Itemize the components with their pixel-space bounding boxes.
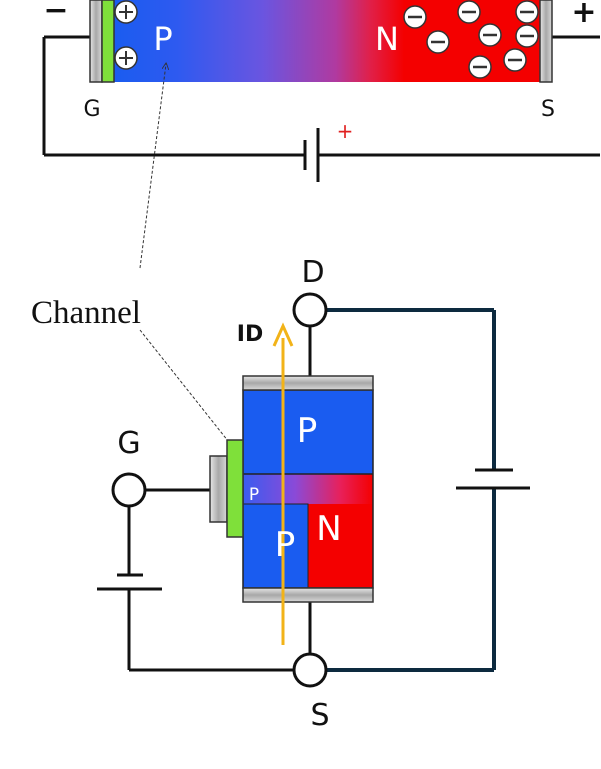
- gate-electrode: [209, 455, 228, 523]
- source-terminal: [292, 652, 328, 688]
- lower-p-label: P: [275, 525, 296, 565]
- gate-label: G: [117, 426, 140, 461]
- channel-p-label: P: [249, 485, 259, 505]
- top-holes: [114, 0, 138, 70]
- upper-p-label: P: [297, 411, 318, 451]
- drain-electrode: [242, 375, 374, 391]
- top-gate-electrode: [89, 0, 103, 83]
- electron-icon: [478, 23, 502, 47]
- gate-terminal: [111, 472, 147, 508]
- top-electrons: [403, 0, 539, 79]
- source-label: S: [310, 698, 329, 733]
- n-label: N: [316, 509, 341, 549]
- top-source-electrode: [539, 0, 553, 83]
- hole-icon: [114, 46, 138, 70]
- hole-icon: [114, 0, 138, 24]
- source-electrode: [242, 587, 374, 603]
- drain-current-label: ID: [237, 322, 263, 347]
- drain-current-arrowhead-icon: [272, 322, 294, 347]
- top-s-label: S: [541, 97, 555, 122]
- top-g-label: G: [83, 97, 100, 122]
- channel-region: [243, 474, 373, 504]
- channel-pointer-top: [139, 64, 166, 269]
- electron-icon: [403, 5, 427, 29]
- channel-label: Channel: [31, 295, 141, 331]
- top-diagram: +: [42, 0, 600, 182]
- drain-terminal: [292, 292, 328, 328]
- gate-layer: [226, 439, 244, 538]
- top-plus-sign: +: [571, 0, 596, 30]
- drain-label: D: [301, 255, 324, 290]
- channel-pointer-bottom: [139, 329, 255, 475]
- top-gate-layer: [101, 0, 115, 83]
- top-minus-sign: −: [43, 0, 68, 28]
- top-p-label: P: [153, 20, 172, 58]
- bottom-diagram: D G S ID P P P N: [97, 255, 530, 733]
- upper-p-region: [243, 390, 373, 474]
- electron-icon: [457, 0, 481, 24]
- top-battery-plus-sign: +: [337, 119, 354, 143]
- electron-icon: [503, 48, 527, 72]
- channel-annotation: Channel: [31, 64, 255, 475]
- electron-icon: [468, 55, 492, 79]
- top-n-label: N: [375, 20, 399, 58]
- electron-icon: [515, 24, 539, 48]
- electron-icon: [426, 30, 450, 54]
- electron-icon: [515, 0, 539, 24]
